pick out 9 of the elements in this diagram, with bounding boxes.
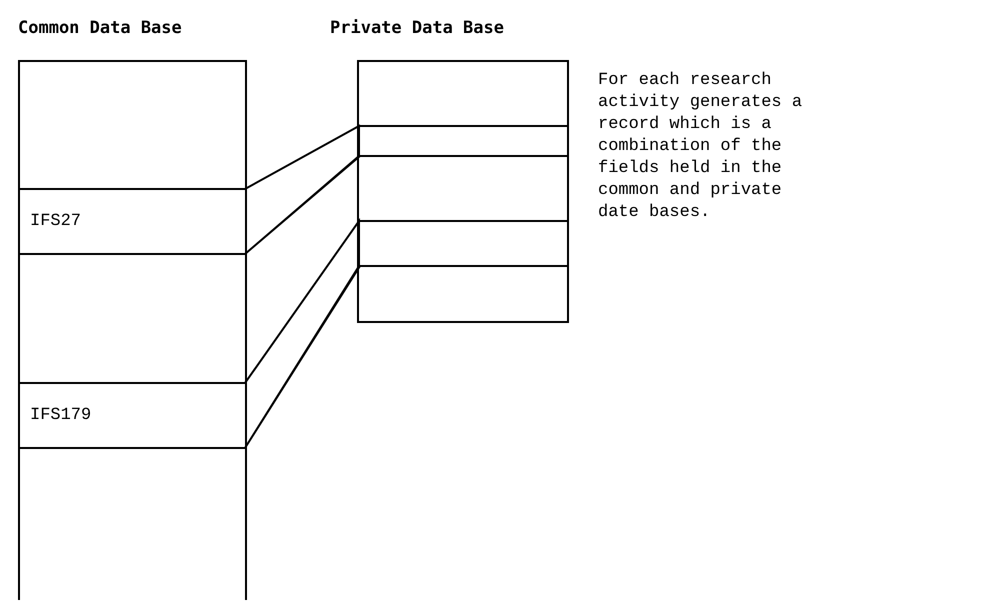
column-heading: Common Data Base [18,18,182,38]
link-line [244,124,361,255]
link-line [244,218,361,449]
record-row: IFS179 [20,382,245,449]
column-heading: Private Data Base [330,18,504,38]
record-row [359,125,567,157]
record-row: IFS27 [20,188,245,255]
record-row [359,220,567,267]
note-text: For each research activity generates a record which is a combination of the fields held in the common and private date bases. [598,70,804,224]
